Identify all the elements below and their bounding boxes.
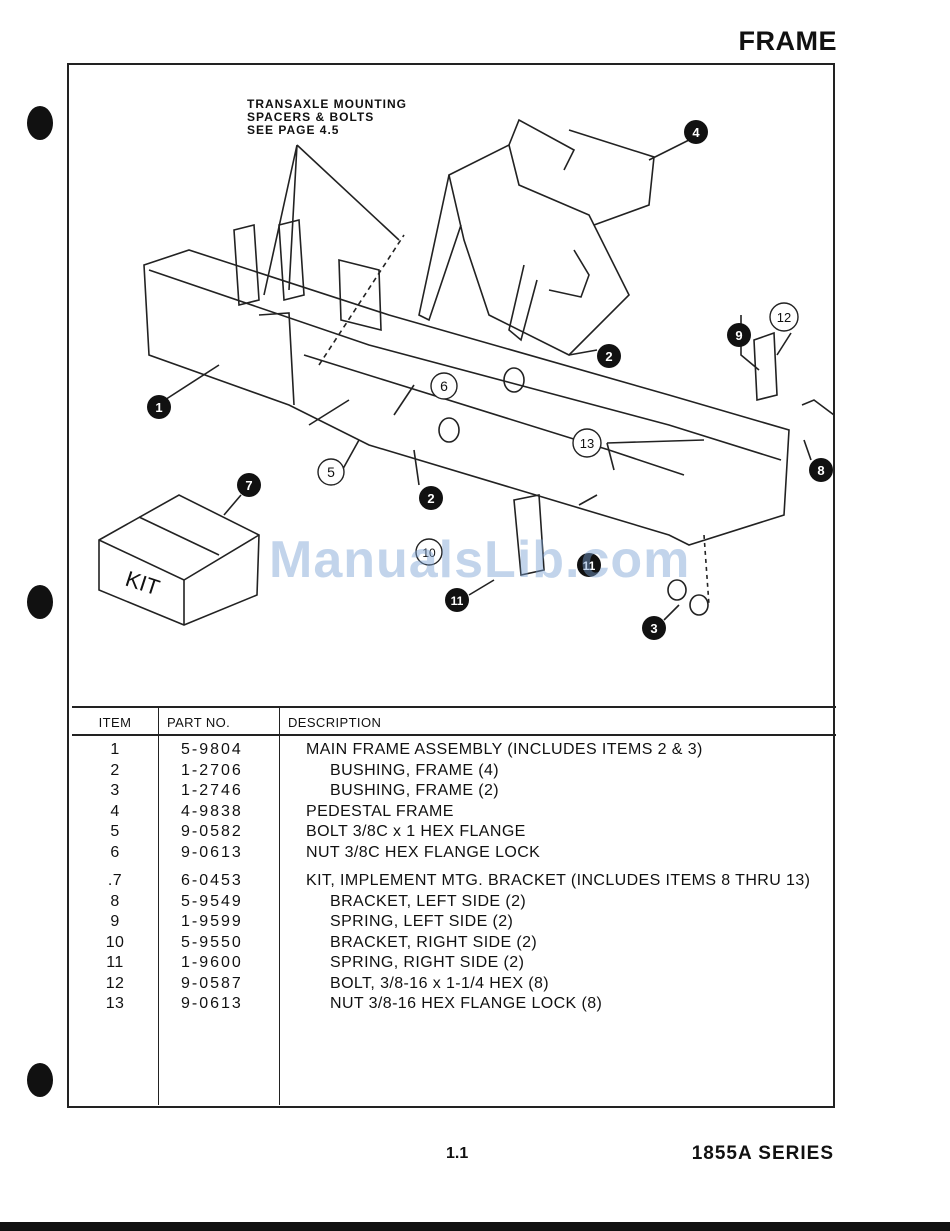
svg-text:3: 3 xyxy=(650,621,657,636)
binder-hole-bottom xyxy=(27,1063,53,1097)
header-description: DESCRIPTION xyxy=(279,706,836,736)
binder-hole-middle xyxy=(27,585,53,619)
callout-11-left: 11 xyxy=(445,588,469,612)
pedestal-frame-drawing xyxy=(448,143,630,356)
svg-text:9: 9 xyxy=(735,328,742,343)
svg-text:6: 6 xyxy=(440,378,448,394)
header-part-no: PART NO. xyxy=(158,706,280,736)
table-row: 4 4-9838 PEDESTAL FRAME xyxy=(72,801,836,822)
svg-text:12: 12 xyxy=(777,310,791,325)
svg-text:1: 1 xyxy=(155,400,162,415)
parts-table-header: ITEM PART NO. DESCRIPTION xyxy=(72,706,836,736)
table-row: 10 5-9550 BRACKET, RIGHT SIDE (2) xyxy=(72,932,836,953)
page-title: FRAME xyxy=(738,26,837,56)
svg-text:11: 11 xyxy=(583,559,596,573)
table-row: 13 9-0613 NUT 3/8-16 HEX FLANGE LOCK (8) xyxy=(72,994,836,1015)
svg-text:10: 10 xyxy=(422,546,436,560)
svg-text:13: 13 xyxy=(580,436,594,451)
callout-3: 3 xyxy=(642,616,666,640)
callout-7: 7 xyxy=(237,473,261,497)
table-row: 8 5-9549 BRACKET, LEFT SIDE (2) xyxy=(72,891,836,912)
binder-hole-top xyxy=(27,106,53,140)
series-label: 1855A SERIES xyxy=(691,1143,834,1164)
svg-text:5: 5 xyxy=(327,464,335,480)
callout-12: 12 xyxy=(769,302,799,332)
table-row: 9 1-9599 SPRING, LEFT SIDE (2) xyxy=(72,912,836,933)
table-row: 6 9-0613 NUT 3/8C HEX FLANGE LOCK xyxy=(72,842,836,863)
main-frame-inner-edge xyxy=(148,269,782,461)
table-row: .7 6-0453 KIT, IMPLEMENT MTG. BRACKET (I… xyxy=(72,863,836,892)
parts-frame-box: 1 2 2 3 4 7 8 9 11 xyxy=(67,63,836,1108)
table-row: 1 5-9804 MAIN FRAME ASSEMBLY (INCLUDES I… xyxy=(72,735,836,761)
callout-11-right: 11 xyxy=(577,553,601,577)
svg-text:2: 2 xyxy=(427,491,434,506)
main-frame-outline xyxy=(143,249,790,546)
kit-box-drawing xyxy=(98,494,260,626)
table-row: 11 1-9600 SPRING, RIGHT SIDE (2) xyxy=(72,953,836,974)
svg-text:2: 2 xyxy=(605,349,612,364)
frame-drawing-svg: 1 2 2 3 4 7 8 9 11 xyxy=(98,118,833,640)
svg-text:8: 8 xyxy=(817,463,824,478)
page-number: 1.1 xyxy=(446,1145,469,1162)
svg-text:7: 7 xyxy=(245,478,252,493)
transaxle-note: TRANSAXLE MOUNTING SPACERS & BOLTS SEE P… xyxy=(247,97,407,137)
watermark: ManualsLib.com xyxy=(269,531,691,589)
header-item: ITEM xyxy=(72,706,159,736)
callout-1: 1 xyxy=(147,395,171,419)
callout-13: 13 xyxy=(572,428,602,458)
table-row: 12 9-0587 BOLT, 3/8-16 x 1-1/4 HEX (8) xyxy=(72,973,836,994)
callout-2-lower: 2 xyxy=(419,486,443,510)
callout-5: 5 xyxy=(317,458,345,486)
callout-8: 8 xyxy=(809,458,833,482)
callout-4: 4 xyxy=(684,120,708,144)
frame-exploded-diagram: 1 2 2 3 4 7 8 9 11 xyxy=(69,65,833,705)
callout-10: 10 xyxy=(415,538,443,566)
callout-6: 6 xyxy=(430,372,458,400)
table-row: 3 1-2746 BUSHING, FRAME (2) xyxy=(72,781,836,802)
table-row: 2 1-2706 BUSHING, FRAME (4) xyxy=(72,760,836,781)
callout-9: 9 xyxy=(727,323,751,347)
svg-text:4: 4 xyxy=(692,125,700,140)
callout-2-upper: 2 xyxy=(597,344,621,368)
parts-table: ITEM PART NO. DESCRIPTION 1 5-9804 MAIN … xyxy=(72,706,836,1105)
scan-edge-bar xyxy=(0,1222,950,1231)
table-filler-row xyxy=(72,1014,836,1105)
svg-text:11: 11 xyxy=(451,594,464,608)
table-row: 5 9-0582 BOLT 3/8C x 1 HEX FLANGE xyxy=(72,822,836,843)
kit-box-label: KIT xyxy=(122,566,162,600)
